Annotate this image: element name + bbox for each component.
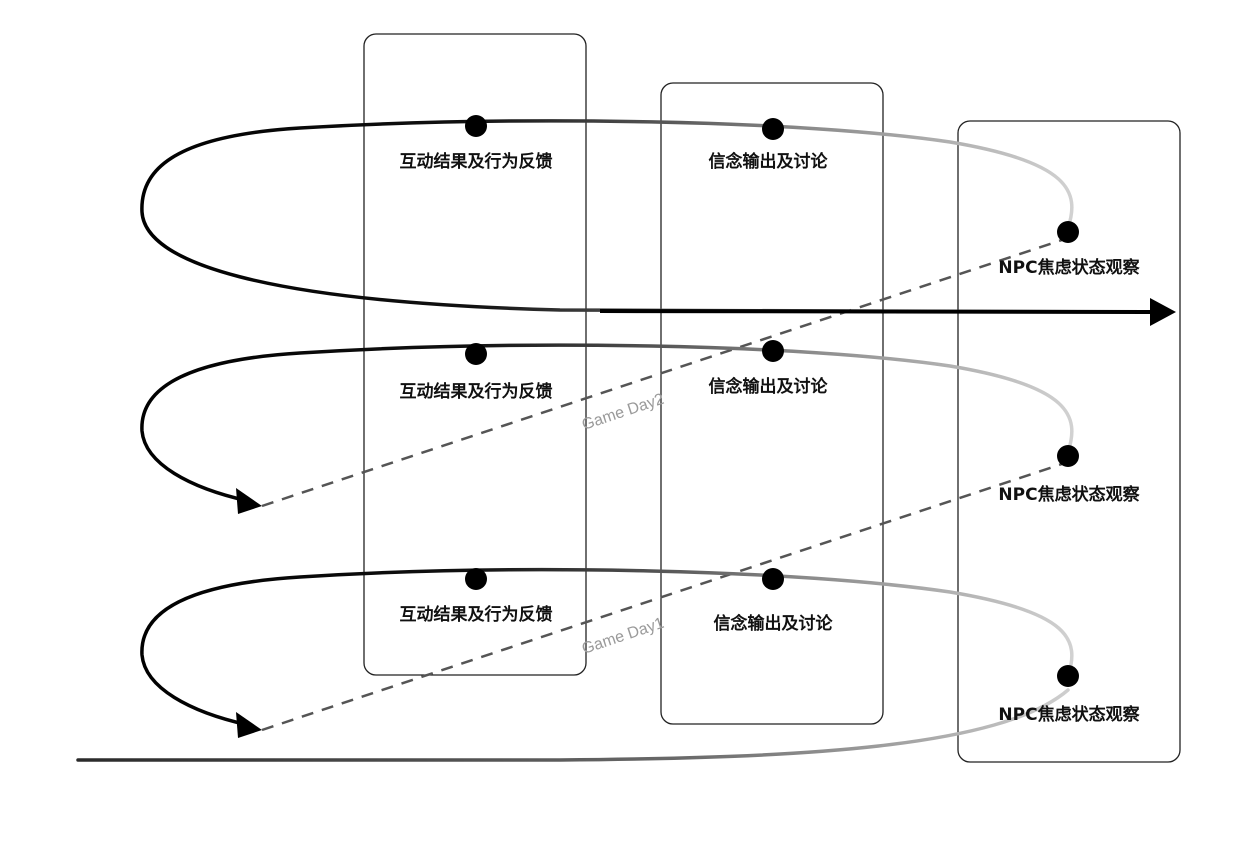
loop-2-belief-dot [762,340,784,362]
loop-2-belief-label: 信念输出及讨论 [709,376,829,397]
loop-3-curve [140,568,1074,727]
loop-3-belief-dot [762,568,784,590]
loop-1-belief-label: 信念输出及讨论 [709,151,829,172]
loop-2-interaction-dot [465,343,487,365]
day2-transition-dashed [261,236,1069,508]
loop-1-belief-dot [762,118,784,140]
loop-3-npc-dot [1057,665,1079,687]
loop-1-interaction-label: 互动结果及行为反馈 [400,151,553,172]
loop-2-interaction-label: 互动结果及行为反馈 [400,381,553,402]
loop-1-npc-dot [1057,221,1079,243]
loop-3-arrowhead [236,712,262,738]
npc-panel [957,120,1181,763]
output-arrow-shaft [599,309,1151,314]
loop-3-npc-label: NPC焦虑状态观察 [998,704,1140,725]
loop-2-npc-dot [1057,445,1079,467]
day1-transition-dashed [261,460,1069,732]
loop-1-curve [140,119,1152,314]
day1-label: Game Day1 [580,615,666,658]
loop-3-belief-label: 信念输出及讨论 [714,613,834,634]
loop-2-arrowhead [236,488,262,514]
interaction-panel [363,33,587,676]
loop-1-npc-label: NPC焦虑状态观察 [998,257,1140,278]
loop-1-interaction-dot [465,115,487,137]
loop-2-npc-label: NPC焦虑状态观察 [998,484,1140,505]
output-arrowhead [1150,298,1176,326]
day2-label: Game Day2 [580,391,666,434]
loop-2-curve [140,343,1074,503]
belief-panel [660,82,884,725]
baseline-curve [76,688,1070,762]
loop-3-interaction-label: 互动结果及行为反馈 [400,604,553,625]
loop-3-interaction-dot [465,568,487,590]
